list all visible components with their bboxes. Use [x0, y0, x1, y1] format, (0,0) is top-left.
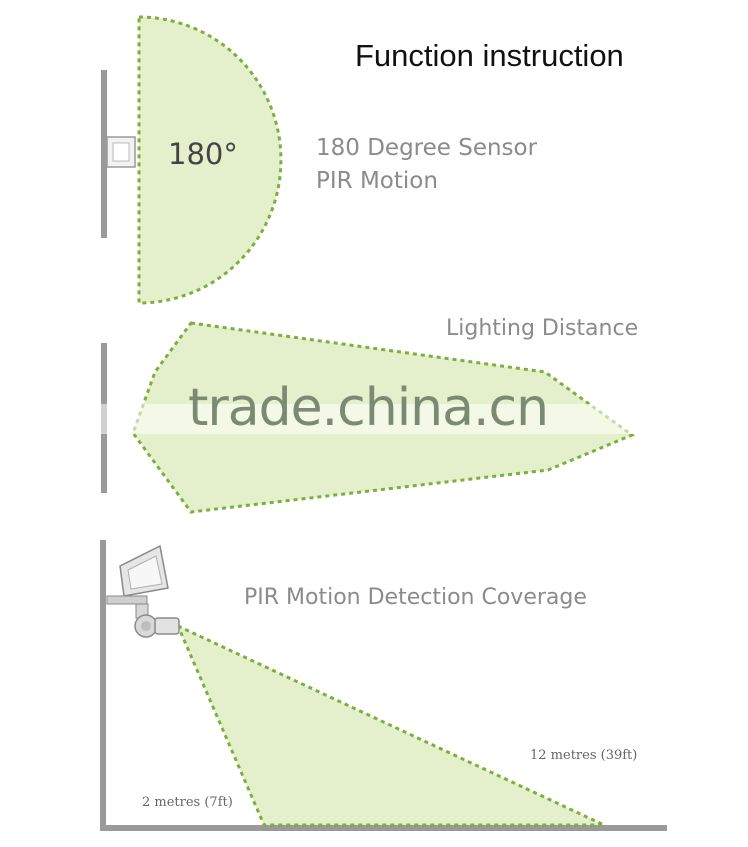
- angle-label: 180°: [168, 137, 238, 171]
- sensor-zone-180: [137, 15, 283, 305]
- watermark: trade.china.cn: [188, 378, 549, 438]
- floodlight-icon: [106, 544, 180, 638]
- sensor-caption-line2: PIR Motion: [316, 168, 438, 194]
- wall-1: [101, 70, 107, 238]
- near-distance-label: 2 metres (7ft): [142, 795, 233, 810]
- coverage-zone: [175, 622, 605, 827]
- pir-sensor-icon: [106, 136, 136, 168]
- sensor-caption: 180 Degree Sensor PIR Motion: [316, 132, 537, 198]
- ground-line: [100, 825, 667, 831]
- lighting-distance-label: Lighting Distance: [446, 316, 639, 341]
- watermark-band: [100, 404, 638, 434]
- sensor-caption-line1: 180 Degree Sensor: [316, 135, 538, 161]
- wall-3: [100, 540, 106, 830]
- far-distance-label: 12 metres (39ft): [530, 748, 638, 763]
- coverage-label: PIR Motion Detection Coverage: [244, 585, 587, 610]
- page-title: Function instruction: [355, 38, 624, 73]
